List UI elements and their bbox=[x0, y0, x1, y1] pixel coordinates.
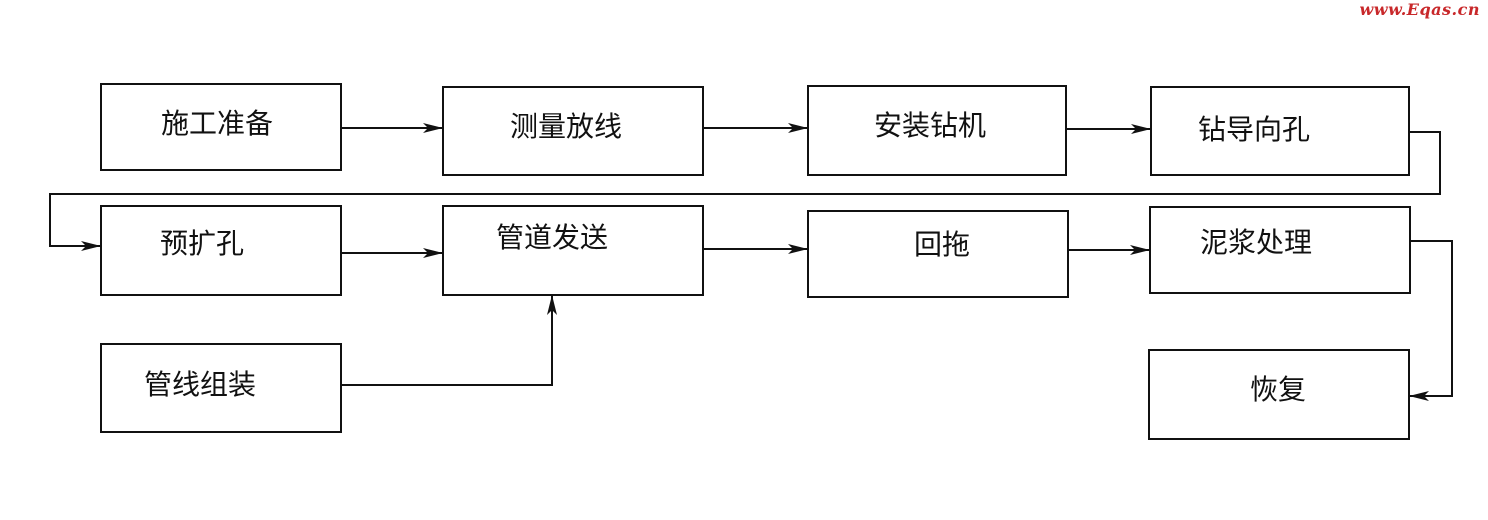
step-restoration-label: 恢复 bbox=[1250, 373, 1306, 406]
step-rig-install-label: 安装钻机 bbox=[874, 109, 986, 142]
step-pilot-hole: 钻导向孔 bbox=[1150, 86, 1410, 176]
step-pre-ream-label: 预扩孔 bbox=[160, 227, 244, 260]
step-preparation-label: 施工准备 bbox=[161, 107, 273, 140]
step-restoration: 恢复 bbox=[1148, 349, 1410, 440]
step-mud-treatment-label: 泥浆处理 bbox=[1200, 226, 1312, 259]
step-preparation: 施工准备 bbox=[100, 83, 342, 171]
arrow-pilot-hole-to-pre-ream bbox=[49, 131, 1441, 251]
step-pullback: 回拖 bbox=[807, 210, 1069, 298]
step-pre-ream: 预扩孔 bbox=[100, 205, 342, 296]
step-survey-label: 测量放线 bbox=[510, 110, 622, 143]
step-pipe-delivery-label: 管道发送 bbox=[496, 221, 608, 254]
step-survey: 测量放线 bbox=[442, 86, 704, 176]
arrow-mud-treatment-to-restoration bbox=[1409, 240, 1453, 401]
step-pipe-assembly: 管线组装 bbox=[100, 343, 342, 433]
step-pipe-delivery: 管道发送 bbox=[442, 205, 704, 296]
step-pipe-assembly-label: 管线组装 bbox=[144, 368, 256, 401]
watermark: www.Eqas.cn bbox=[1359, 0, 1480, 19]
step-pullback-label: 回拖 bbox=[914, 228, 970, 261]
step-rig-install: 安装钻机 bbox=[807, 85, 1067, 176]
step-mud-treatment: 泥浆处理 bbox=[1149, 206, 1411, 294]
arrow-pipe-assembly-to-pipe-delivery bbox=[341, 295, 557, 386]
step-pilot-hole-label: 钻导向孔 bbox=[1198, 113, 1310, 146]
